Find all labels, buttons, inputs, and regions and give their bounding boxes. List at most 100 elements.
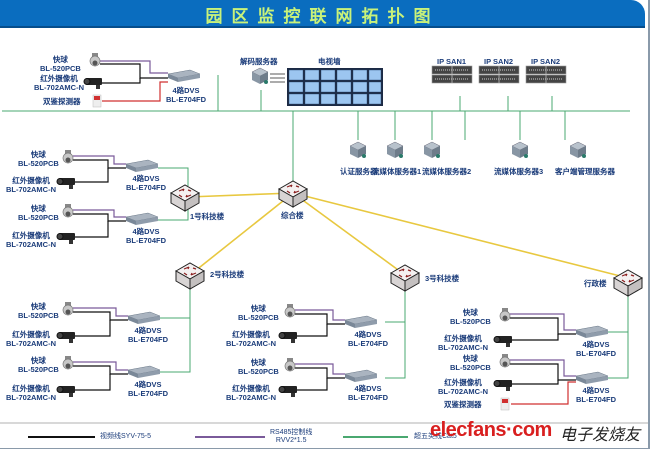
decoder-server-icon [251, 67, 269, 85]
server-label-client: 客户端管理服务器 [555, 167, 615, 176]
decoder-label: 解码服务器 [240, 57, 278, 66]
dvs-icon [167, 69, 201, 83]
video-link [73, 320, 111, 337]
ir-camera-icon [278, 331, 298, 344]
dvs-icon [127, 365, 161, 379]
video-link [510, 334, 559, 341]
dome-camera-icon [499, 307, 511, 322]
network-links [2, 75, 630, 379]
camera-cluster [278, 303, 378, 344]
legend-video-label: 视频线SYV-75-5 [100, 433, 151, 440]
server-label-stream2: 流媒体服务器2 [422, 167, 472, 176]
ir-camera-icon [56, 331, 76, 344]
video-link [73, 374, 111, 391]
video-link [510, 317, 576, 335]
camera-clusters [56, 149, 609, 411]
ipsan-label-2: IP SAN2 [484, 57, 514, 66]
switch-icon [390, 264, 420, 292]
server-icon [423, 141, 441, 159]
dome-camera-icon [62, 355, 74, 370]
rs485-link [73, 361, 128, 371]
ir-camera-icon [56, 385, 76, 398]
video-link [73, 311, 128, 321]
video-link [295, 378, 328, 391]
server-label-auth: 认证服务器 [340, 167, 378, 176]
switch-icon [170, 184, 200, 212]
switch-label-core: 综合楼 [281, 211, 304, 220]
switch-icon [613, 269, 643, 297]
tv-wall [270, 68, 383, 106]
core-switch-icon [278, 180, 308, 208]
watermark-cn: 电子发烧友 [560, 425, 641, 444]
rs485-link [73, 209, 126, 218]
video-link [73, 159, 126, 169]
tvwall-label: 电视墙 [318, 57, 341, 66]
video-link [510, 363, 576, 381]
video-link [295, 367, 345, 379]
dome-camera-icon [284, 357, 296, 372]
server-icon [511, 141, 529, 159]
dome-camera-icon [62, 149, 74, 164]
camera-cluster [278, 357, 378, 398]
rs485-link [73, 155, 126, 165]
page-title: 园区监控联网拓扑图 [205, 7, 440, 27]
video-link [295, 313, 345, 325]
alarm-link [511, 381, 576, 405]
camera-cluster [493, 307, 609, 348]
ir-camera-icon [56, 232, 76, 245]
dvs-icon [344, 369, 378, 383]
switch-label-b1: 1号科技楼 [190, 212, 225, 221]
ir-camera-icon [493, 379, 513, 392]
fiber-links [187, 192, 629, 279]
rs485-link [73, 307, 128, 317]
dome-camera-icon [284, 303, 296, 318]
video-link [510, 380, 559, 385]
dome-camera-icon [89, 52, 101, 67]
ipsan-label-1: IP SAN1 [437, 57, 467, 66]
ir-camera-icon [278, 385, 298, 398]
server-label-stream1: 流媒体服务器1 [372, 167, 422, 176]
ipsan-icon [478, 65, 520, 84]
ir-camera-icon [56, 177, 76, 190]
dvs-icon [125, 159, 159, 173]
dvs-icon [127, 311, 161, 325]
server-icon [386, 141, 404, 159]
dvs-icon [125, 212, 159, 226]
camera-cluster [493, 353, 609, 411]
dvs-icon [344, 315, 378, 329]
switch-label-admin: 行政楼 [584, 279, 607, 288]
dome-camera-icon [62, 203, 74, 218]
detector-label: 双鉴探测器 [43, 97, 81, 106]
watermark-brand: elecfans·com [430, 419, 552, 441]
video-link [73, 365, 128, 375]
camera-cluster [56, 203, 159, 245]
ir-camera-icon [83, 77, 103, 90]
ir-camera-icon [493, 335, 513, 348]
switch-label-b2: 2号科技楼 [210, 270, 245, 279]
